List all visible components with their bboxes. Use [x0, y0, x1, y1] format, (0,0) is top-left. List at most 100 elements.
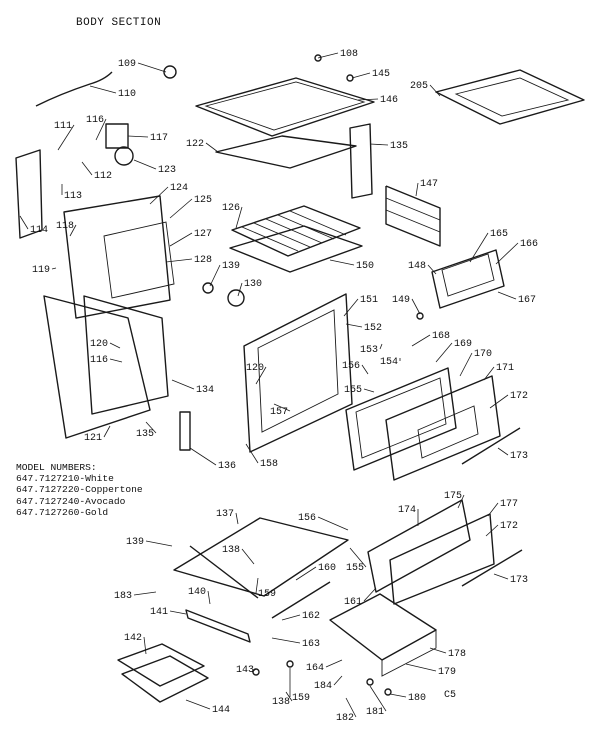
callout-label: 205 — [410, 81, 428, 92]
oven-rack-bars — [241, 210, 347, 252]
callout-label: 137 — [216, 509, 234, 520]
callout-leader-169 — [435, 342, 453, 363]
callout-label: 184 — [314, 681, 332, 692]
callout-leader-140 — [207, 590, 211, 605]
callout-leader-163 — [271, 637, 301, 644]
callout-leader-165 — [469, 232, 489, 263]
callout-label: 179 — [438, 667, 456, 678]
left-side-panel-insulation — [83, 295, 169, 415]
callout-label: 127 — [194, 229, 212, 240]
callout-leader-146 — [357, 98, 379, 101]
callout-leader-109 — [137, 62, 167, 73]
fastener-108 — [314, 54, 322, 62]
callout-leader-135 — [145, 421, 157, 434]
side-trim-panel — [349, 123, 373, 199]
model-number-coppertone: 647.7127220-Coppertone — [16, 484, 143, 496]
callout-leader-157 — [273, 403, 291, 412]
oven-door-window — [417, 405, 479, 459]
callout-label: 120 — [246, 363, 264, 374]
callout-label: 139 — [126, 537, 144, 548]
model-number-avocado: 647.7127240-Avocado — [16, 495, 126, 507]
callout-leader-119 — [51, 267, 57, 270]
broiler-pan — [435, 69, 585, 125]
callout-label: 173 — [510, 451, 528, 462]
callout-leader-205 — [429, 84, 441, 97]
burner-orifice — [114, 146, 134, 166]
oven-light-bulb — [227, 289, 245, 307]
callout-label: 118 — [56, 221, 74, 232]
callout-leader-173 — [493, 573, 509, 580]
oven-door-inner-liner — [345, 367, 457, 471]
callout-leader-125 — [169, 198, 193, 219]
callout-label: 126 — [222, 203, 240, 214]
callout-leader-181 — [369, 685, 387, 712]
callout-leader-152 — [345, 323, 363, 328]
diagram-code: C5 — [444, 690, 457, 701]
callout-label: 122 — [186, 139, 204, 150]
callout-label: 152 — [364, 323, 382, 334]
callout-label: 157 — [270, 407, 288, 418]
callout-leader-183 — [133, 591, 157, 596]
callout-label: 117 — [150, 133, 168, 144]
drawer-handle-strip — [271, 581, 331, 619]
callout-label: 158 — [260, 459, 278, 470]
callout-label: 109 — [118, 59, 136, 70]
callout-leader-136 — [189, 447, 217, 466]
callout-label: 174 — [398, 505, 416, 516]
callout-leader-138 — [285, 691, 293, 702]
oven-bottom-panel — [173, 517, 349, 597]
callout-leader-164 — [325, 659, 343, 668]
callout-label: 116 — [90, 355, 108, 366]
callout-label: 108 — [340, 49, 358, 60]
callout-label: 120 — [90, 339, 108, 350]
callout-label: 121 — [84, 433, 102, 444]
top-cover — [195, 77, 375, 137]
callout-label: 182 — [336, 713, 354, 724]
callout-leader-158 — [245, 443, 259, 464]
callout-leader-179 — [405, 663, 437, 672]
model-numbers-heading: MODEL NUMBERS: — [16, 462, 97, 473]
callout-leader-120 — [109, 342, 121, 349]
callout-label: 111 — [54, 121, 72, 132]
callout-leader-147 — [415, 182, 419, 197]
callout-label: 150 — [356, 261, 374, 272]
callout-label: 139 — [222, 261, 240, 272]
callout-label: 156 — [342, 361, 360, 372]
storage-drawer-side — [381, 629, 437, 677]
oven-light-socket — [202, 282, 214, 294]
callout-leader-111 — [57, 124, 75, 151]
callout-label: 175 — [444, 491, 462, 502]
callout-leader-172 — [489, 394, 509, 409]
oven-door-gasket — [355, 377, 447, 459]
side-shield-panel — [15, 149, 43, 239]
callout-leader-171 — [483, 366, 495, 381]
callout-label: 167 — [518, 295, 536, 306]
callout-leader-137 — [235, 512, 239, 525]
callout-label: 154 — [380, 357, 398, 368]
callout-leader-182 — [345, 697, 357, 718]
callout-label: 141 — [150, 607, 168, 618]
callout-leader-108 — [317, 52, 339, 59]
callout-leader-118 — [69, 224, 77, 237]
callout-label: 113 — [64, 191, 82, 202]
callout-label: 142 — [124, 633, 142, 644]
callout-label: 155 — [346, 563, 364, 574]
callout-label: 177 — [500, 499, 518, 510]
callout-leader-139 — [145, 540, 173, 547]
fastener-181 — [366, 678, 374, 686]
callout-leader-177 — [487, 502, 499, 517]
callout-leader-135 — [369, 143, 389, 146]
callout-leader-170 — [459, 352, 473, 377]
callout-leader-141 — [169, 610, 187, 615]
callout-leader-142 — [143, 636, 147, 655]
callout-leader-184 — [333, 675, 343, 686]
callout-leader-148 — [427, 264, 437, 275]
callout-leader-116 — [109, 358, 123, 363]
callout-label: 159 — [258, 589, 276, 600]
top-cover-inner — [204, 81, 366, 131]
left-side-panel-outer — [43, 295, 151, 439]
callout-label: 146 — [380, 95, 398, 106]
callout-leader-155 — [363, 388, 375, 393]
rear-panel-liner — [103, 221, 175, 299]
